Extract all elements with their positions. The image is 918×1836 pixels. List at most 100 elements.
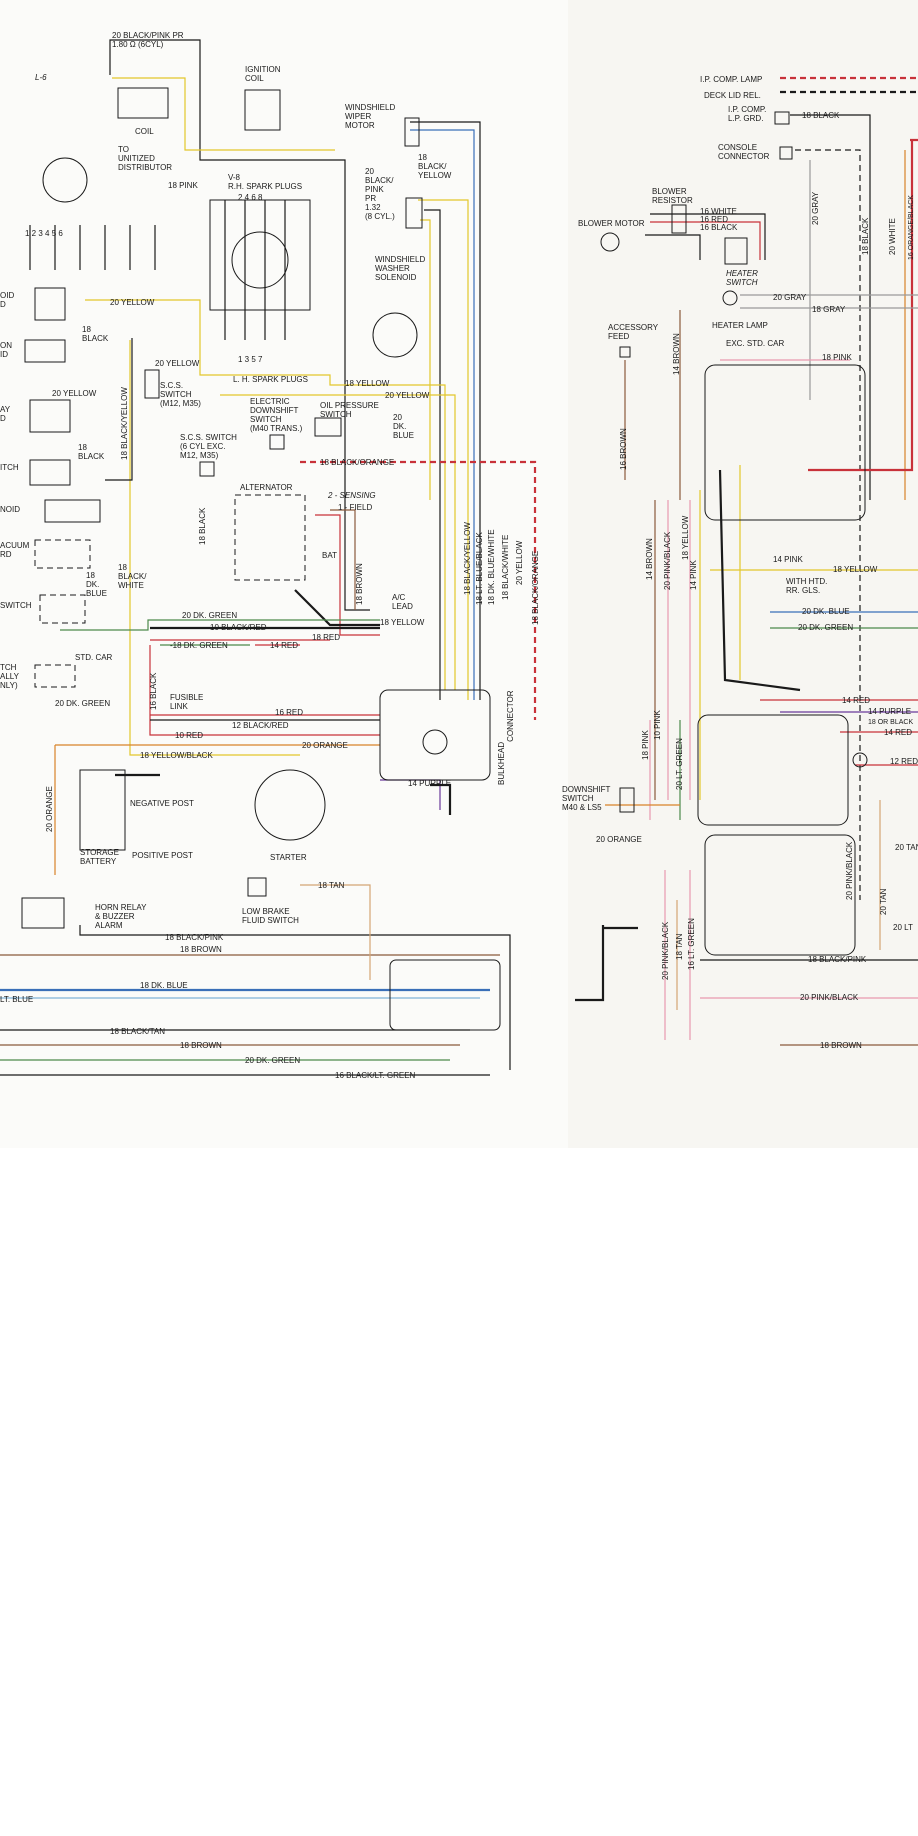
heater-lamp-symbol: [722, 290, 738, 306]
label-blower-motor: BLOWER MOTOR: [578, 219, 645, 228]
label-ip-comp-lp-grd: I.P. COMP.L.P. GRD.: [728, 105, 766, 123]
label-18-black-vert: 18 BLACK: [198, 507, 207, 545]
label-20-gray-vert: 20 GRAY: [811, 191, 820, 225]
label-exc-std-car: EXC. STD. CAR: [726, 339, 784, 348]
wire-18-black-orange: [300, 460, 537, 720]
bottom-connector-symbol: [389, 959, 501, 1031]
scs-switch-symbol: [144, 369, 160, 399]
lower-connector-b-symbol: [704, 834, 856, 956]
label-ip-comp-lamp: I.P. COMP. LAMP: [700, 75, 762, 84]
label-bottom-wire-4: 18 BLACK/TAN: [110, 1027, 165, 1036]
distributor-cap-symbol: [231, 231, 289, 289]
bulkhead-connector-symbol: [379, 689, 491, 781]
label-bundle-5: 18 BLACK/ORANGE: [531, 551, 540, 625]
wire-20-dk-green: [60, 619, 380, 631]
label-20-yellow-top: 20 YELLOW: [110, 298, 155, 307]
starter-symbol: [254, 769, 326, 841]
solenoid-a-symbol: [34, 287, 66, 321]
label-scs-switch-6cyl: S.C.S. SWITCH(6 CYL EXC.M12, M35): [180, 433, 237, 460]
switch-f-symbol: [39, 594, 86, 624]
label-18-black-vert: 18 BLACK: [861, 217, 870, 255]
label-18-black-yellow-vert: 18 BLACK/YELLOW: [120, 387, 129, 460]
label-sensing: 2 - SENSING: [327, 491, 376, 500]
vacuum-switch-symbol: [34, 539, 91, 569]
label-std-car: STD. CAR: [75, 653, 113, 662]
label-20-orange-vert: 20 ORANGE: [45, 786, 54, 832]
wire-sensing: [315, 514, 380, 636]
left-components: [21, 87, 501, 1031]
label-bulkhead-connector: BULKHEADCONNECTOR: [497, 690, 515, 785]
label-heater-lamp: HEATER LAMP: [712, 321, 768, 330]
wire-16-white: [650, 213, 766, 260]
label-18-yellow-mid: 18 YELLOW: [345, 379, 390, 388]
blower-motor-symbol: [600, 232, 620, 252]
wire-washer-yellow: [420, 219, 431, 500]
wire-bat: [294, 589, 380, 627]
wire-18-black-yellow: [105, 338, 133, 481]
ignition-coil-symbol: [244, 89, 281, 131]
wire-wiper-yellow: [418, 199, 469, 700]
wire-wiper-black: [410, 121, 481, 700]
label-20-yellow-mid: 20 YELLOW: [385, 391, 430, 400]
label-10-black-red: 10 BLACK/RED: [210, 623, 267, 632]
label-20-pink-black-vert: 20 PINK/BLACK: [663, 531, 672, 590]
label-bottom-wire-2: 18 DK. BLUE: [140, 981, 188, 990]
alternator-symbol: [234, 494, 306, 581]
downshift-switch-r-symbol: [619, 787, 635, 813]
label-20-yellow-scs: 20 YELLOW: [155, 359, 200, 368]
label-14-pink: 14 PINK: [773, 555, 803, 564]
label-orange-black-vert: 16 ORANGE/BLACK: [908, 195, 915, 260]
wire-ip-grd: [790, 114, 871, 500]
wire-18-tan: [300, 884, 371, 980]
label-bundle-1: 18 LT. BLUE/BLACK: [475, 532, 484, 605]
label-cut-6: SWITCH: [0, 601, 32, 610]
label-18-dk-green: -18 DK. GREEN: [170, 641, 228, 650]
label-resistor-wire-2: 16 BLACK: [700, 223, 738, 232]
label-14-brown-vert: 14 BROWN: [672, 333, 681, 375]
blower-resistor-symbol: [671, 204, 687, 234]
label-18-tan-vert: 18 TAN: [675, 933, 684, 960]
distributor-symbol: [42, 157, 88, 203]
label-18-black-orange: 18 BLACK/ORANGE: [320, 458, 394, 467]
label-bundle-3: 18 BLACK/WHITE: [501, 535, 510, 600]
label-20-tan: 20 TAN: [895, 843, 918, 852]
label-16-lt-green: 16 LT. GREEN: [687, 918, 696, 970]
label-20-lt: 20 LT: [893, 923, 913, 932]
label-bottom-wire-7: 16 BLACK/LT. GREEN: [335, 1071, 416, 1080]
label-negative-post: NEGATIVE POST: [130, 799, 194, 808]
label-bundle-0: 18 BLACK/YELLOW: [463, 522, 472, 595]
wire-washer-black: [424, 209, 441, 700]
wire-wiper-blue: [410, 129, 475, 700]
label-18-red: 18 RED: [312, 633, 340, 642]
label-bottom-wire-5: 18 BROWN: [180, 1041, 222, 1050]
label-18-yellow-low: 18 YELLOW: [380, 618, 425, 627]
fuse-block-symbol: [704, 364, 866, 521]
wire-18-yellow-black: [129, 340, 300, 756]
wire-console: [795, 149, 861, 900]
page-label: L-6: [35, 73, 47, 82]
label-16-black: 16 BLACK: [149, 672, 158, 710]
wire-bottom-black-pink: [79, 925, 511, 1070]
label-18-tan: 18 TAN: [318, 881, 345, 890]
label-cut-3: ITCH: [0, 463, 19, 472]
label-18-or-black: 18 OR BLACK: [868, 719, 913, 726]
ip-comp-grd-connector: [774, 111, 790, 125]
label-14-purple: 14 PURPLE: [868, 707, 911, 716]
left-wires: [0, 39, 537, 1076]
heater-switch-symbol: [724, 237, 748, 265]
connector-bolt-symbol: [852, 752, 868, 768]
